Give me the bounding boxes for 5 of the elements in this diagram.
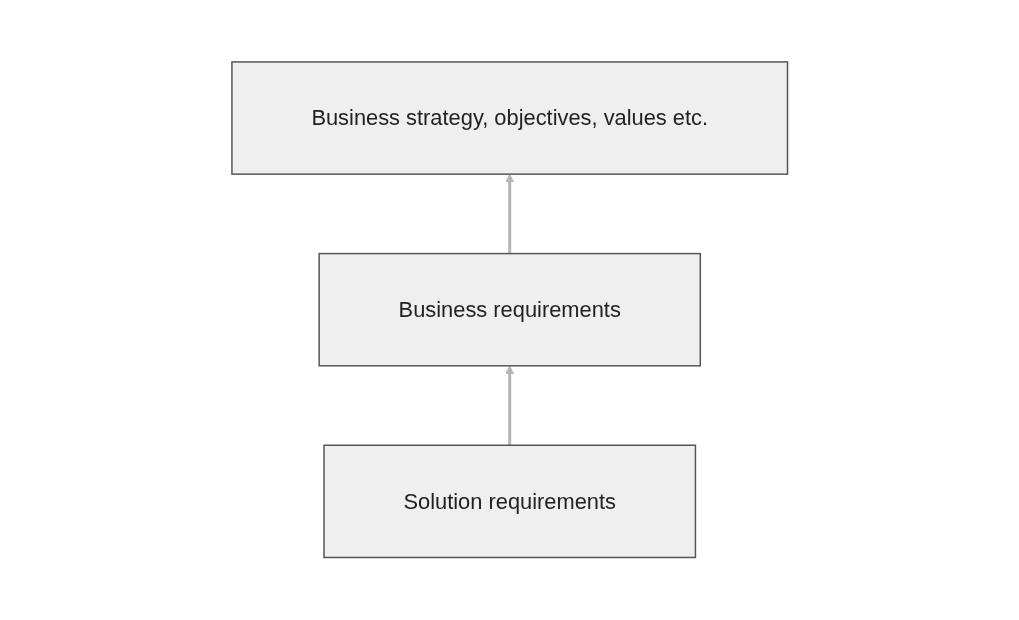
node-box: Solution requirements xyxy=(323,444,696,559)
arrow xyxy=(505,174,514,254)
arrow xyxy=(505,365,514,446)
node-box: Business requirements xyxy=(318,253,701,367)
node-box: Business strategy, objectives, values etc. xyxy=(230,61,789,176)
